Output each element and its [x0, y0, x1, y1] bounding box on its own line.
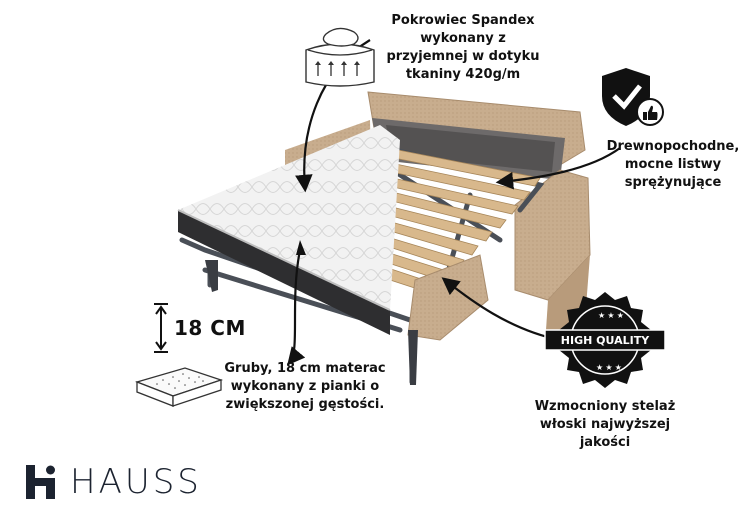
frame-legs — [205, 260, 418, 385]
svg-text:★ ★ ★: ★ ★ ★ — [596, 363, 622, 372]
mattress — [177, 125, 400, 335]
svg-text:★ ★ ★: ★ ★ ★ — [598, 311, 624, 320]
sofa-back — [367, 91, 586, 180]
slats-caption: Drewnopochodne, mocne listwy sprężynując… — [606, 139, 740, 190]
badge-text: HIGH QUALITY — [561, 334, 650, 347]
mattress-fabric-icon — [305, 27, 375, 87]
brand-name: HAUSS — [70, 462, 202, 502]
high-quality-badge-icon: ★ ★ ★ ★ ★ ★ HIGH QUALITY — [544, 292, 666, 388]
mattress-caption: Gruby, 18 cm materac wykonany z pianki o… — [224, 361, 386, 412]
brand-mark-icon — [26, 465, 55, 499]
height-label: 18 CM — [174, 316, 246, 340]
brand-logo: HAUSS — [24, 462, 202, 502]
height-arrow-icon — [154, 303, 168, 353]
seat-cushion — [407, 254, 489, 341]
shield-check-thumbs-up-icon — [602, 68, 664, 126]
mattress-arrow-head — [296, 240, 306, 255]
mattress-icon — [134, 367, 224, 407]
frame-caption: Wzmocniony stelaż włoski najwyższej jako… — [534, 399, 676, 450]
cover-caption: Pokrowiec Spandex wykonany z przyjemnej … — [386, 13, 540, 82]
